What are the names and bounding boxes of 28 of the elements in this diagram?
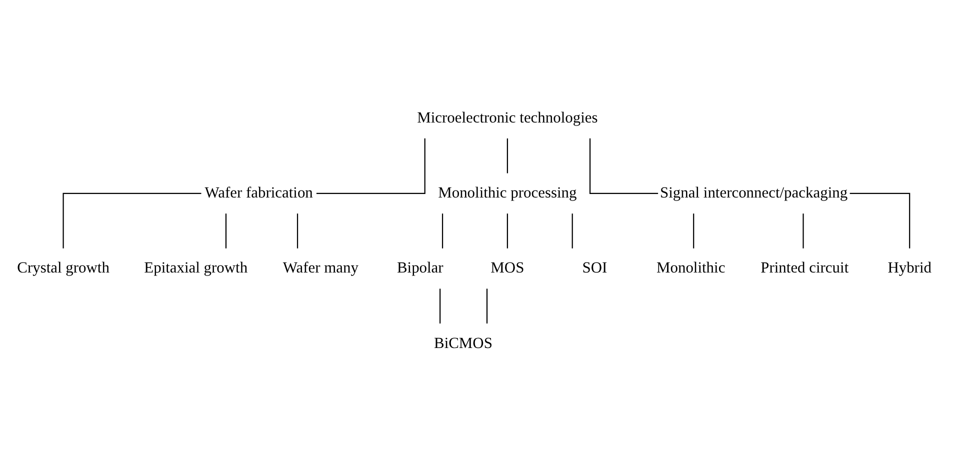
connector: [850, 192, 910, 248]
node-text: Printed circuit: [760, 260, 849, 277]
connector: [693, 214, 694, 248]
node-text: Monolithic processing: [438, 184, 577, 202]
node-text: Wafer fabrication: [204, 184, 313, 202]
connector: [572, 214, 573, 248]
connector: [296, 214, 298, 248]
node-text: Epitaxial growth: [144, 260, 248, 277]
node-text: Crystal growth: [17, 260, 110, 277]
connector: [316, 138, 426, 194]
connector: [506, 214, 508, 248]
node-text: Monolithic: [656, 260, 726, 277]
connector: [62, 192, 202, 248]
connector: [486, 288, 488, 324]
node-text: SOI: [582, 260, 608, 277]
node-text: Wafer many: [282, 260, 358, 277]
node-text: Bipolar: [396, 260, 444, 277]
connector: [439, 288, 441, 324]
connector: [442, 214, 444, 248]
connector: [589, 138, 658, 194]
connector: [225, 214, 227, 248]
connector: [802, 214, 804, 248]
node-text: BiCMOS: [434, 334, 492, 352]
node-text: MOS: [490, 260, 524, 277]
connector: [506, 138, 508, 174]
node-text: Signal interconnect/packaging: [660, 184, 848, 202]
node-text: Hybrid: [888, 260, 932, 277]
node-text: Microelectronic technologies: [417, 109, 598, 126]
